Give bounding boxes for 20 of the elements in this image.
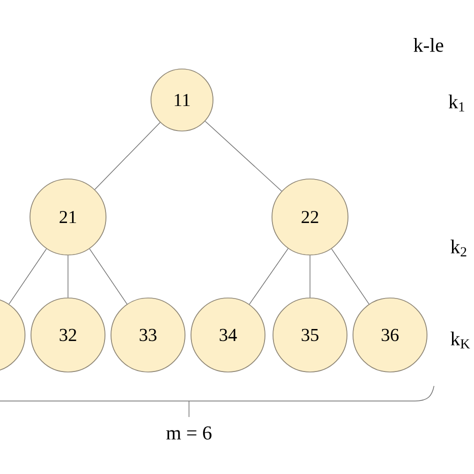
tree-edge xyxy=(249,248,288,305)
level-label: k$_{K}$ xyxy=(450,332,470,348)
count-label: m = 6 xyxy=(166,426,212,440)
level-label: k$_{1}$ xyxy=(448,94,464,112)
tree-node: 35 xyxy=(272,298,348,372)
tree-node: 32 xyxy=(30,298,106,372)
level-heading: k-le xyxy=(414,38,444,52)
tree-edge xyxy=(8,248,47,304)
tree-node: 34 xyxy=(190,298,266,372)
tree-node: 33 xyxy=(110,298,186,372)
tree-node: 22 xyxy=(272,178,348,256)
tree-edge xyxy=(204,120,282,192)
tree-node xyxy=(0,298,26,372)
tree-edge xyxy=(331,248,370,304)
tree-node: 11 xyxy=(150,68,214,132)
tree-edge xyxy=(89,248,128,304)
tree-node: 36 xyxy=(352,298,428,372)
tree-edge xyxy=(94,122,160,190)
tree-node: 21 xyxy=(30,178,106,256)
level-label: k$_{2}$ xyxy=(450,240,466,256)
